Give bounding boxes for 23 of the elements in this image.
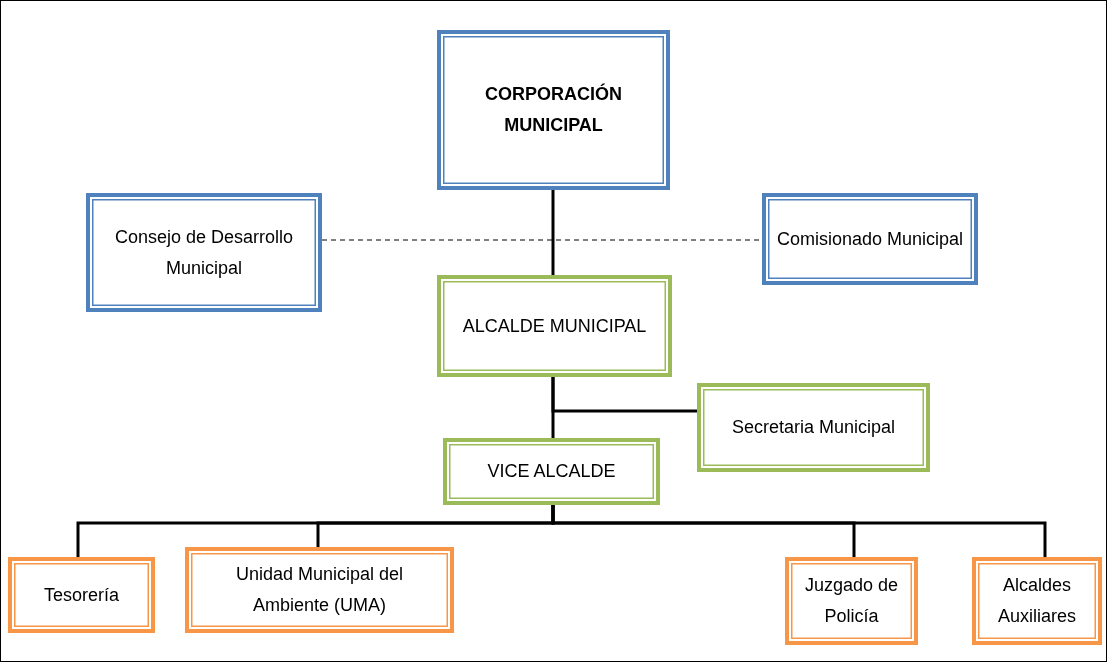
box-label: ALCALDE MUNICIPAL: [462, 314, 647, 338]
box-label: Unidad Municipal del Ambiente (UMA): [234, 563, 405, 617]
box-label: Alcaldes Auxiliares: [997, 574, 1077, 628]
org-box: [443, 438, 660, 505]
box-label: VICE ALCALDE: [487, 460, 616, 484]
box-label: Comisionado Municipal: [776, 227, 964, 251]
connector-line: [551, 505, 1047, 557]
connector-line: [551, 377, 697, 413]
org-box: [8, 557, 155, 633]
org-box: [972, 557, 1102, 645]
box-label: Secretaria Municipal: [731, 416, 896, 440]
org-box: [185, 547, 454, 633]
box-label: CORPORACIÓN MUNICIPAL: [484, 82, 623, 137]
org-box: [785, 557, 918, 645]
org-box: [86, 193, 322, 312]
connector-line: [551, 190, 555, 275]
org-box: [437, 275, 672, 377]
org-box: [437, 30, 670, 190]
box-label: Tesorería: [43, 583, 119, 607]
box-label: Consejo de Desarrollo Municipal: [113, 225, 295, 280]
org-box: [762, 193, 978, 285]
org-box: [697, 383, 930, 472]
box-label: Juzgado de Policía: [803, 574, 900, 628]
